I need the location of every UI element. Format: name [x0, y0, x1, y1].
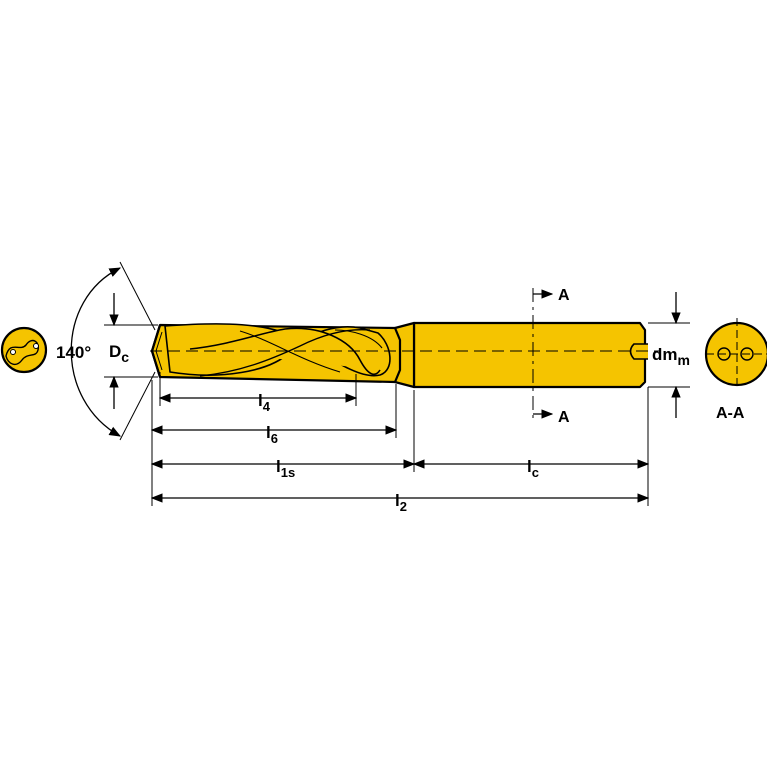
- angle-label: 140°: [56, 343, 91, 362]
- extension-lines: [151, 372, 649, 506]
- l6-dimension: l6: [150, 423, 398, 446]
- drill-body: [150, 321, 660, 389]
- l1s-label: l1s: [276, 457, 295, 480]
- l1s-dimension: l1s: [150, 457, 416, 480]
- dmm-dimension: dmm: [648, 292, 690, 418]
- section-line: A A: [532, 287, 570, 426]
- l4-label: l4: [258, 391, 271, 414]
- dc-label: Dc: [109, 342, 129, 365]
- section-a-bottom-label: A: [558, 409, 570, 426]
- dmm-label: dmm: [652, 345, 690, 368]
- point-angle-dimension: 140°: [56, 261, 156, 441]
- dc-dimension: Dc: [104, 293, 158, 409]
- lc-label: lc: [527, 457, 539, 480]
- section-a-top-label: A: [558, 287, 570, 304]
- drill-end-view: [0, 326, 48, 374]
- l2-label: l2: [395, 491, 407, 514]
- l2-dimension: l2: [150, 491, 650, 514]
- l6-label: l6: [266, 423, 278, 446]
- l4-dimension: l4: [158, 391, 358, 414]
- lc-dimension: lc: [412, 457, 650, 480]
- section-view: A-A: [704, 318, 767, 422]
- section-view-label: A-A: [716, 405, 745, 422]
